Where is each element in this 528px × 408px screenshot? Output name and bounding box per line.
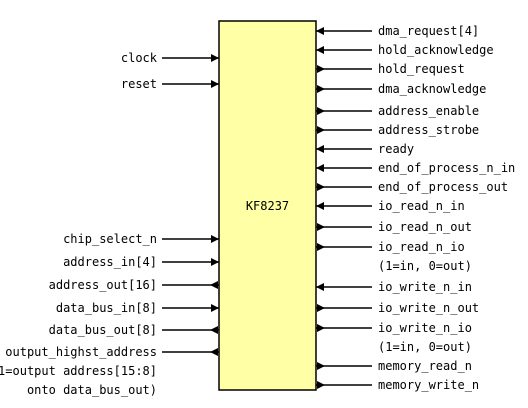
- left-ports: clock reset chip_select_n address_in[4]addr…: [0, 51, 219, 397]
- port-io_read_n_io-label: (1=in, 0=out): [378, 259, 472, 273]
- port-end_of_process_n_in: end_of_process_n_in: [316, 161, 515, 175]
- port-end_of_process_n_in-label: end_of_process_n_in: [378, 161, 515, 175]
- port-dma_acknowledge-label: dma_acknowledge: [378, 82, 486, 96]
- port-reset: reset: [121, 77, 219, 91]
- port-dma_request-label: dma_request[4]: [378, 24, 479, 38]
- port-io_write_n_in-label: io_write_n_in: [378, 280, 472, 294]
- port-io_read_n_out: io_read_n_out: [316, 220, 472, 234]
- port-data_bus_in-arrow: [211, 304, 219, 312]
- port-io_write_n_io: io_write_n_io (1=in, 0=out): [316, 321, 472, 354]
- port-hold_request-label: hold_request: [378, 62, 465, 76]
- port-chip_select_n-label: chip_select_n: [63, 232, 157, 246]
- port-address_in-label: address_in[4]: [63, 255, 157, 269]
- port-reset-arrow: [211, 80, 219, 88]
- port-dma_request: dma_request[4]: [316, 24, 479, 38]
- port-output_highst_address: output_highst_address (1=output address[1…: [0, 345, 219, 397]
- port-address_strobe-label: address_strobe: [378, 123, 479, 137]
- block-title: KF8237: [246, 199, 289, 213]
- port-io_read_n_in: io_read_n_in: [316, 199, 465, 213]
- port-io_read_n_in-arrow: [316, 202, 324, 210]
- port-io_write_n_io-label: (1=in, 0=out): [378, 340, 472, 354]
- port-io_read_n_out-label: io_read_n_out: [378, 220, 472, 234]
- port-memory_read_n-arrow: [317, 362, 325, 370]
- port-hold_request: hold_request: [316, 62, 465, 76]
- port-address_in: address_in[4]: [63, 255, 219, 269]
- port-address_strobe-arrow: [317, 126, 325, 134]
- port-io_read_n_io-arrow: [317, 243, 325, 251]
- port-address_out-arrow: [210, 281, 218, 289]
- port-io_read_n_in-label: io_read_n_in: [378, 199, 465, 213]
- port-address_enable: address_enable: [316, 104, 479, 118]
- port-io_write_n_out-label: io_write_n_out: [378, 301, 479, 315]
- port-ready-label: ready: [378, 142, 414, 156]
- port-data_bus_out: data_bus_out[8]: [49, 323, 219, 337]
- port-dma_acknowledge-arrow: [317, 85, 325, 93]
- port-hold_acknowledge-label: hold_acknowledge: [378, 43, 494, 57]
- port-address_strobe: address_strobe: [316, 123, 479, 137]
- port-io_write_n_out: io_write_n_out: [316, 301, 479, 315]
- port-memory_write_n-label: memory_write_n: [378, 378, 479, 392]
- port-io_read_n_io: io_read_n_io (1=in, 0=out): [316, 240, 472, 273]
- right-ports: dma_request[4] hold_acknowledge hold_reque…: [316, 24, 515, 392]
- port-ready-arrow: [316, 145, 324, 153]
- port-io_write_n_in-arrow: [316, 283, 324, 291]
- port-end_of_process_out: end_of_process_out: [316, 180, 508, 194]
- port-io_read_n_io-label: io_read_n_io: [378, 240, 465, 254]
- port-end_of_process_out-label: end_of_process_out: [378, 180, 508, 194]
- port-chip_select_n: chip_select_n: [63, 232, 219, 246]
- port-address_enable-label: address_enable: [378, 104, 479, 118]
- port-address_in-arrow: [211, 258, 219, 266]
- port-data_bus_out-label: data_bus_out[8]: [49, 323, 157, 337]
- port-data_bus_in: data_bus_in[8]: [56, 301, 219, 315]
- port-io_write_n_io-arrow: [317, 324, 325, 332]
- port-end_of_process_n_in-arrow: [316, 164, 324, 172]
- port-clock-label: clock: [121, 51, 158, 65]
- port-io_write_n_io-label: io_write_n_io: [378, 321, 472, 335]
- port-io_read_n_out-arrow: [317, 223, 325, 231]
- port-end_of_process_out-arrow: [317, 183, 325, 191]
- port-clock-arrow: [211, 54, 219, 62]
- port-memory_write_n-arrow: [317, 381, 325, 389]
- port-io_write_n_in: io_write_n_in: [316, 280, 472, 294]
- port-output_highst_address-label: output_highst_address: [5, 345, 157, 359]
- port-output_highst_address-label: (1=output address[15:8]: [0, 364, 157, 378]
- port-output_highst_address-label: onto data_bus_out): [27, 383, 157, 397]
- port-address_out-label: address_out[16]: [49, 278, 157, 292]
- port-data_bus_out-arrow: [210, 326, 218, 334]
- kf8237-block: [218, 20, 317, 391]
- port-hold_acknowledge: hold_acknowledge: [316, 43, 494, 57]
- port-clock: clock: [121, 51, 219, 65]
- port-output_highst_address-arrow: [210, 348, 218, 356]
- port-reset-label: reset: [121, 77, 157, 91]
- port-chip_select_n-arrow: [211, 235, 219, 243]
- port-hold_request-arrow: [317, 65, 325, 73]
- port-address_out: address_out[16]: [49, 278, 219, 292]
- port-dma_request-arrow: [316, 27, 324, 35]
- port-data_bus_in-label: data_bus_in[8]: [56, 301, 157, 315]
- port-hold_acknowledge-arrow: [316, 46, 324, 54]
- port-dma_acknowledge: dma_acknowledge: [316, 82, 486, 96]
- port-memory_read_n-label: memory_read_n: [378, 359, 472, 373]
- port-memory_write_n: memory_write_n: [316, 378, 479, 392]
- port-ready: ready: [316, 142, 414, 156]
- port-io_write_n_out-arrow: [317, 304, 325, 312]
- port-address_enable-arrow: [317, 107, 325, 115]
- port-memory_read_n: memory_read_n: [316, 359, 472, 373]
